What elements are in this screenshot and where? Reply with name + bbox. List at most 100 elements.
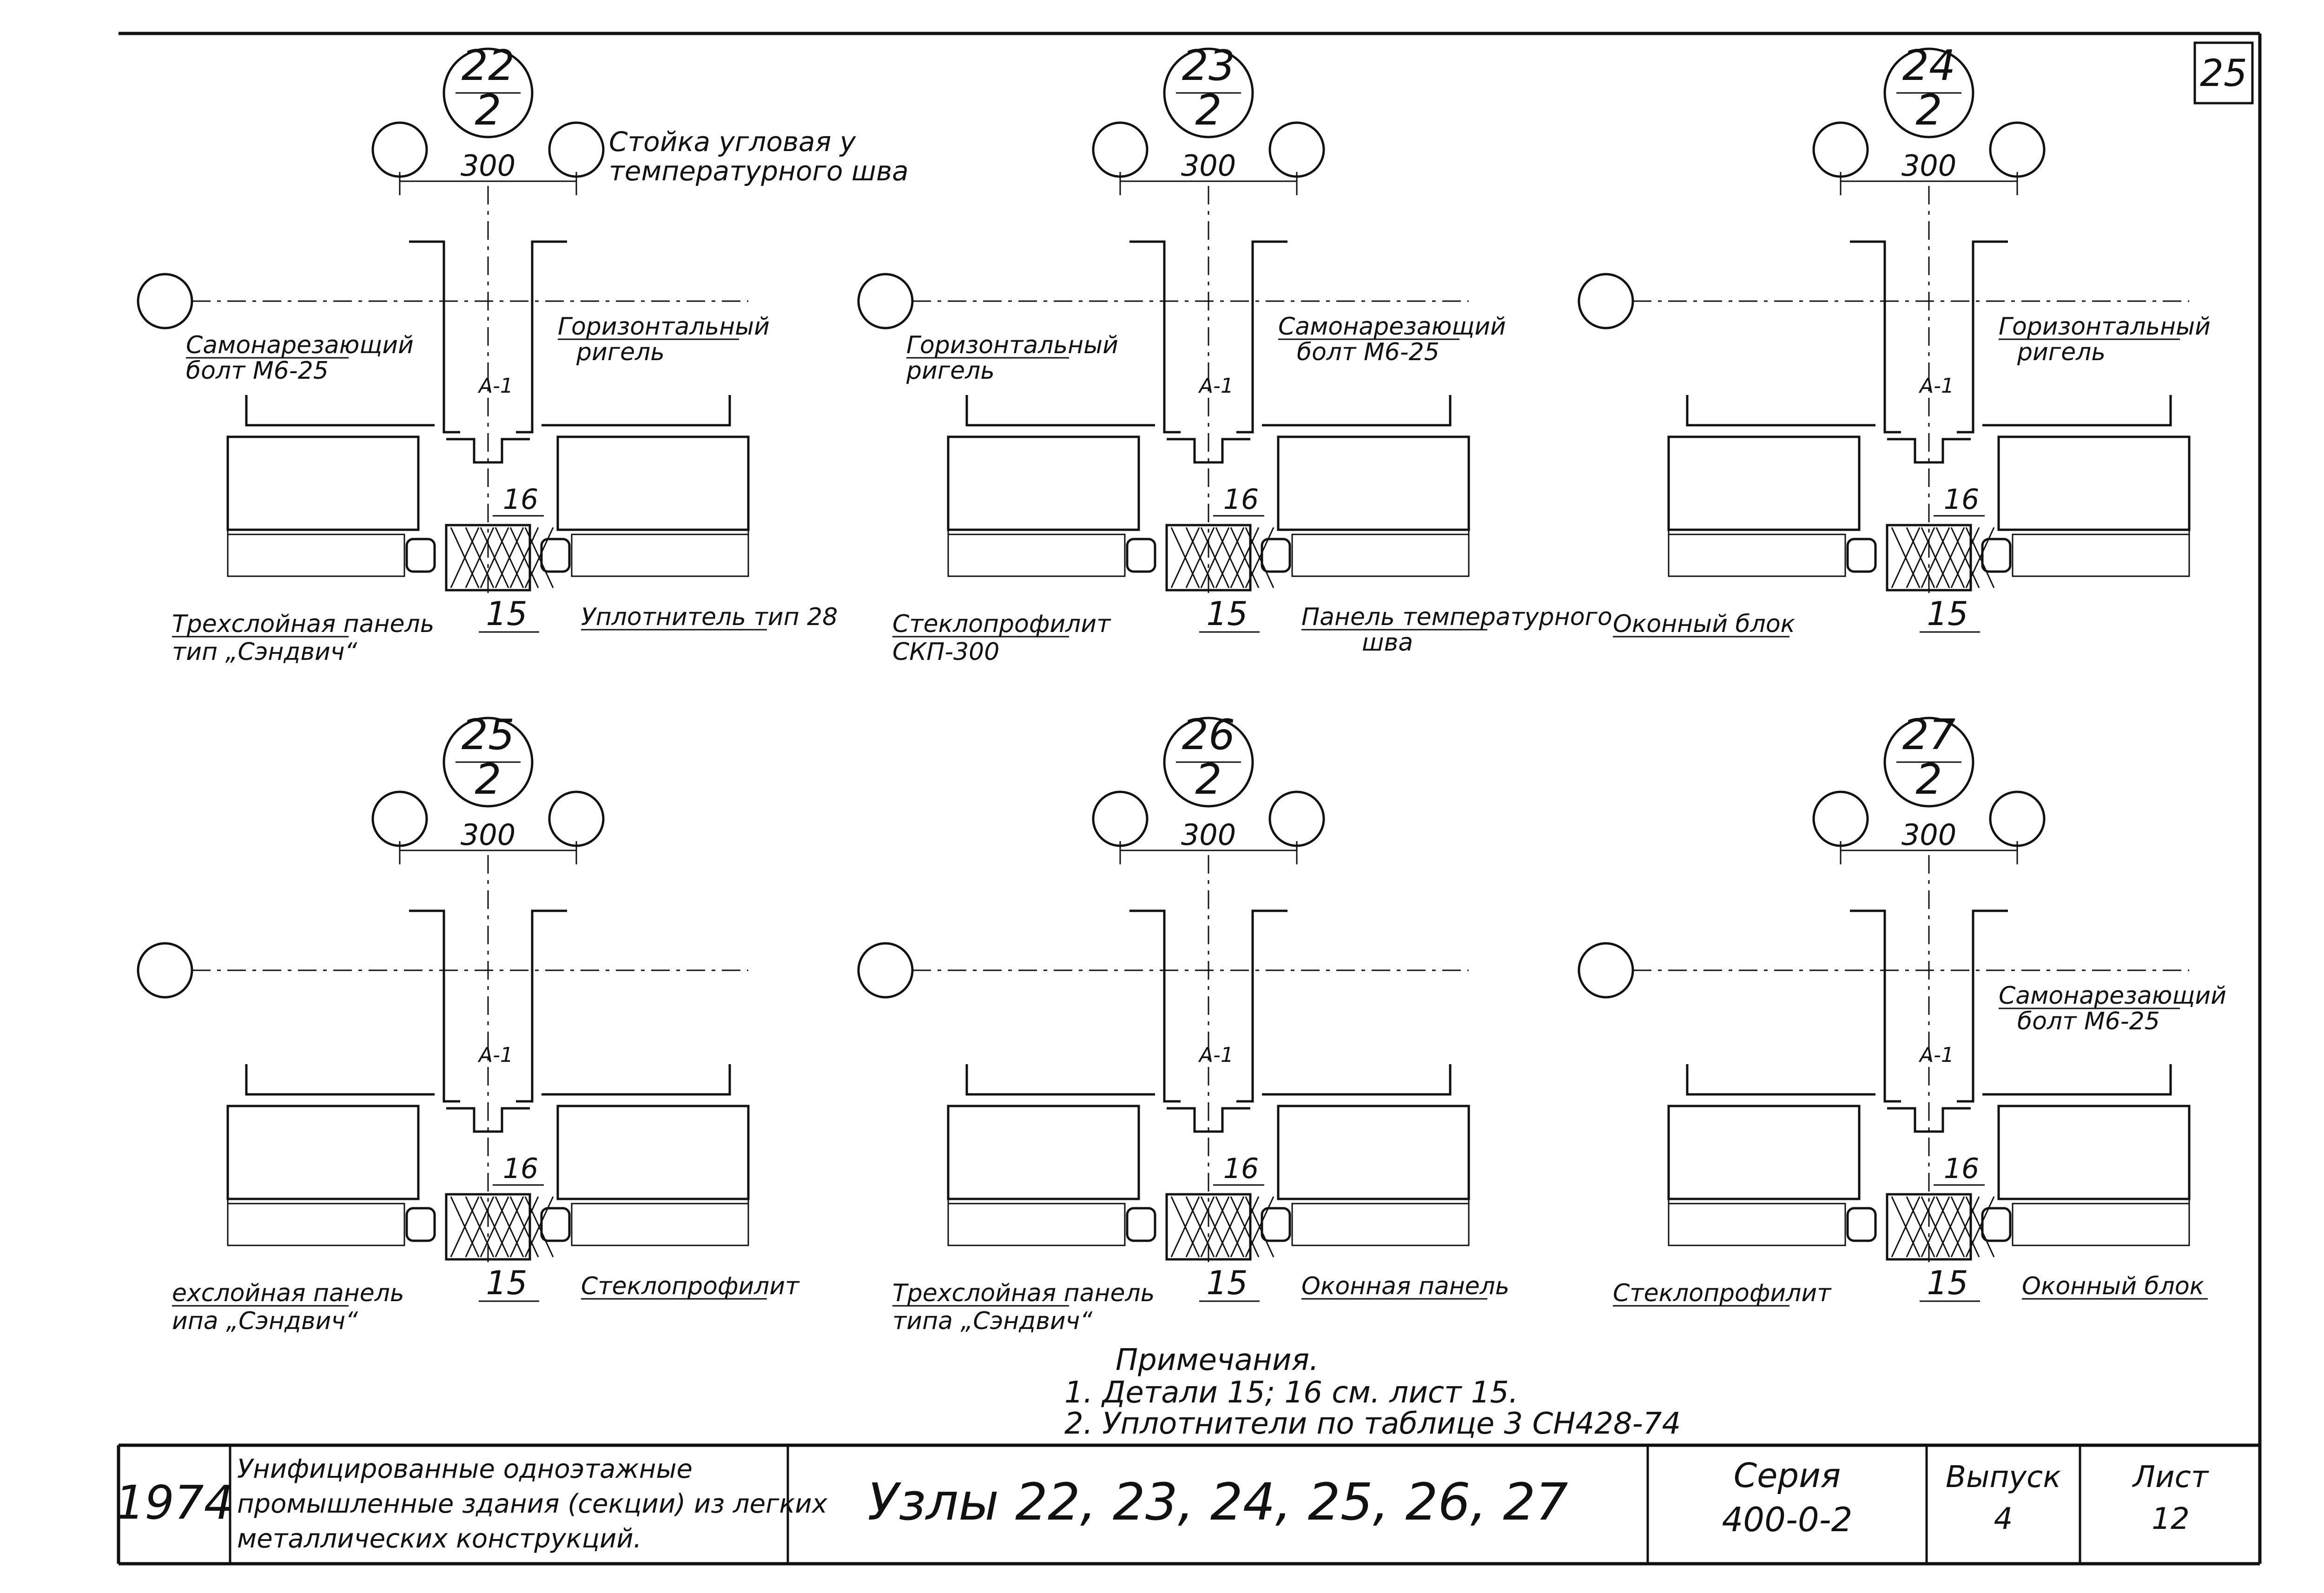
wall-panel-left [947, 435, 1140, 531]
axis-bubble-right [1268, 121, 1325, 178]
axis-bubble-left [1812, 790, 1869, 847]
insulation-layer-right [571, 1203, 749, 1246]
weld-tag: A-1 [1918, 1043, 1954, 1067]
detail-number: 23 [1182, 41, 1235, 90]
omega-connector [446, 1107, 530, 1133]
wall-panel-left [947, 1105, 1140, 1200]
corner-post-left [409, 240, 460, 434]
axis-bubble-left [1812, 121, 1869, 178]
seal-right [1981, 538, 2012, 573]
axis-bubble-left [1092, 121, 1149, 178]
wall-panel-right [1277, 435, 1470, 531]
corner-post-right [1236, 909, 1287, 1103]
wall-panel-right [1277, 1105, 1470, 1200]
dimension-value: 300 [1901, 818, 1956, 852]
callout-bottom-left-2: тип „Сэндвич“ [172, 638, 358, 666]
part-number-b: 15 [1927, 1264, 1968, 1302]
callout-top-1: Стойка угловая у [609, 126, 856, 158]
axis-bubble-row [857, 273, 914, 329]
title-year: 1974 [115, 1475, 234, 1530]
girder-left [1686, 395, 1875, 427]
filler-block [1886, 1193, 1972, 1261]
girder-right [1262, 1064, 1452, 1096]
axis-bubble-row [1578, 273, 1634, 329]
wall-panel-left [1667, 1105, 1861, 1200]
sheet-title: Узлы 22, 23, 24, 25, 26, 27 [867, 1472, 1568, 1532]
callout-top-left-2: ригель [906, 357, 995, 385]
detail-sheet-ref: 2 [475, 755, 501, 804]
corner-post-right [1236, 240, 1287, 434]
axis-bubble-left [371, 790, 428, 847]
insulation-layer-left [947, 1203, 1126, 1246]
seal-left [405, 1207, 436, 1242]
seal-right [540, 1207, 571, 1242]
callout-top-left-2: болт М6-25 [186, 357, 329, 385]
detail-sheet-ref: 2 [1915, 86, 1942, 135]
girder-right [1982, 1064, 2172, 1096]
corner-post-right [1957, 240, 2008, 434]
series-value: 400-0-2 [1722, 1500, 1852, 1539]
axis-bubble-right [1989, 121, 2046, 178]
wall-panel-right [1997, 435, 2191, 531]
sheet-value: 12 [2152, 1502, 2189, 1536]
callout-top-right-1: Горизонтальный [1999, 313, 2211, 341]
wall-panel-right [556, 1105, 750, 1200]
callout-top-right-2: ригель [2017, 338, 2106, 366]
project-line-2: промышленные здания (секции) из легких [237, 1489, 828, 1519]
part-number-a: 16 [503, 1152, 538, 1185]
weld-tag: A-1 [477, 1043, 513, 1067]
corner-post-left [1129, 240, 1181, 434]
corner-post-left [1850, 909, 1901, 1103]
seal-right [1261, 538, 1291, 573]
weld-tag: A-1 [1918, 374, 1954, 398]
detail-23: 2323001615A-1ГоризонтальныйригельСамонар… [857, 41, 1612, 666]
callout-bottom-left-1: Стеклопрофилит [1613, 1279, 1832, 1307]
insulation-layer-left [1668, 1203, 1846, 1246]
axis-bubble-right [1989, 790, 2046, 847]
notes-heading: Примечания. [1116, 1343, 1319, 1377]
axis-bubble-right [548, 121, 605, 178]
callout-bottom-left-2: СКП-300 [892, 638, 999, 666]
dimension-value: 300 [1901, 149, 1956, 183]
filler-block [1165, 1193, 1252, 1261]
seal-left [1846, 538, 1877, 573]
insulation-layer-right [1291, 1203, 1470, 1246]
notes-line-2: 2. Уплотнители по таблице 3 СН428-74 [1064, 1407, 1681, 1441]
detail-number: 25 [462, 711, 515, 759]
girder-right [1262, 395, 1452, 427]
girder-right [541, 1064, 731, 1096]
wall-panel-right [556, 435, 750, 531]
series-label: Серия [1734, 1456, 1841, 1495]
callout-top-right-1: Горизонтальный [558, 313, 770, 341]
wall-panel-right [1997, 1105, 2191, 1200]
dimension-value: 300 [1181, 818, 1236, 852]
dimension-value: 300 [461, 149, 515, 183]
callout-bottom-right-1: Уплотнитель тип 28 [581, 603, 838, 631]
weld-tag: A-1 [477, 374, 513, 398]
detail-number: 26 [1182, 711, 1235, 759]
filler-block [1165, 524, 1252, 592]
omega-connector [446, 438, 530, 464]
insulation-layer-right [2012, 1203, 2190, 1246]
axis-bubble-row [137, 942, 193, 999]
axis-bubble-row [1578, 942, 1634, 999]
project-line-3: металлических конструкций. [237, 1524, 641, 1554]
axis-bubble-row [137, 273, 193, 329]
callout-bottom-left-1: Стеклопрофилит [892, 610, 1111, 638]
project-line-1: Унифицированные одноэтажные [237, 1454, 693, 1484]
callout-bottom-right-1: Панель температурного [1301, 603, 1612, 631]
detail-number: 27 [1902, 711, 1956, 759]
wall-panel-left [226, 435, 420, 531]
corner-post-right [516, 909, 567, 1103]
insulation-layer-right [571, 533, 749, 577]
callout-bottom-right-1: Стеклопрофилит [581, 1272, 800, 1300]
callout-top-right-2: ригель [576, 338, 665, 366]
girder-left [1686, 1064, 1875, 1096]
seal-left [1126, 1207, 1156, 1242]
seal-left [1846, 1207, 1877, 1242]
omega-connector [1167, 438, 1250, 464]
part-number-b: 15 [486, 595, 527, 633]
